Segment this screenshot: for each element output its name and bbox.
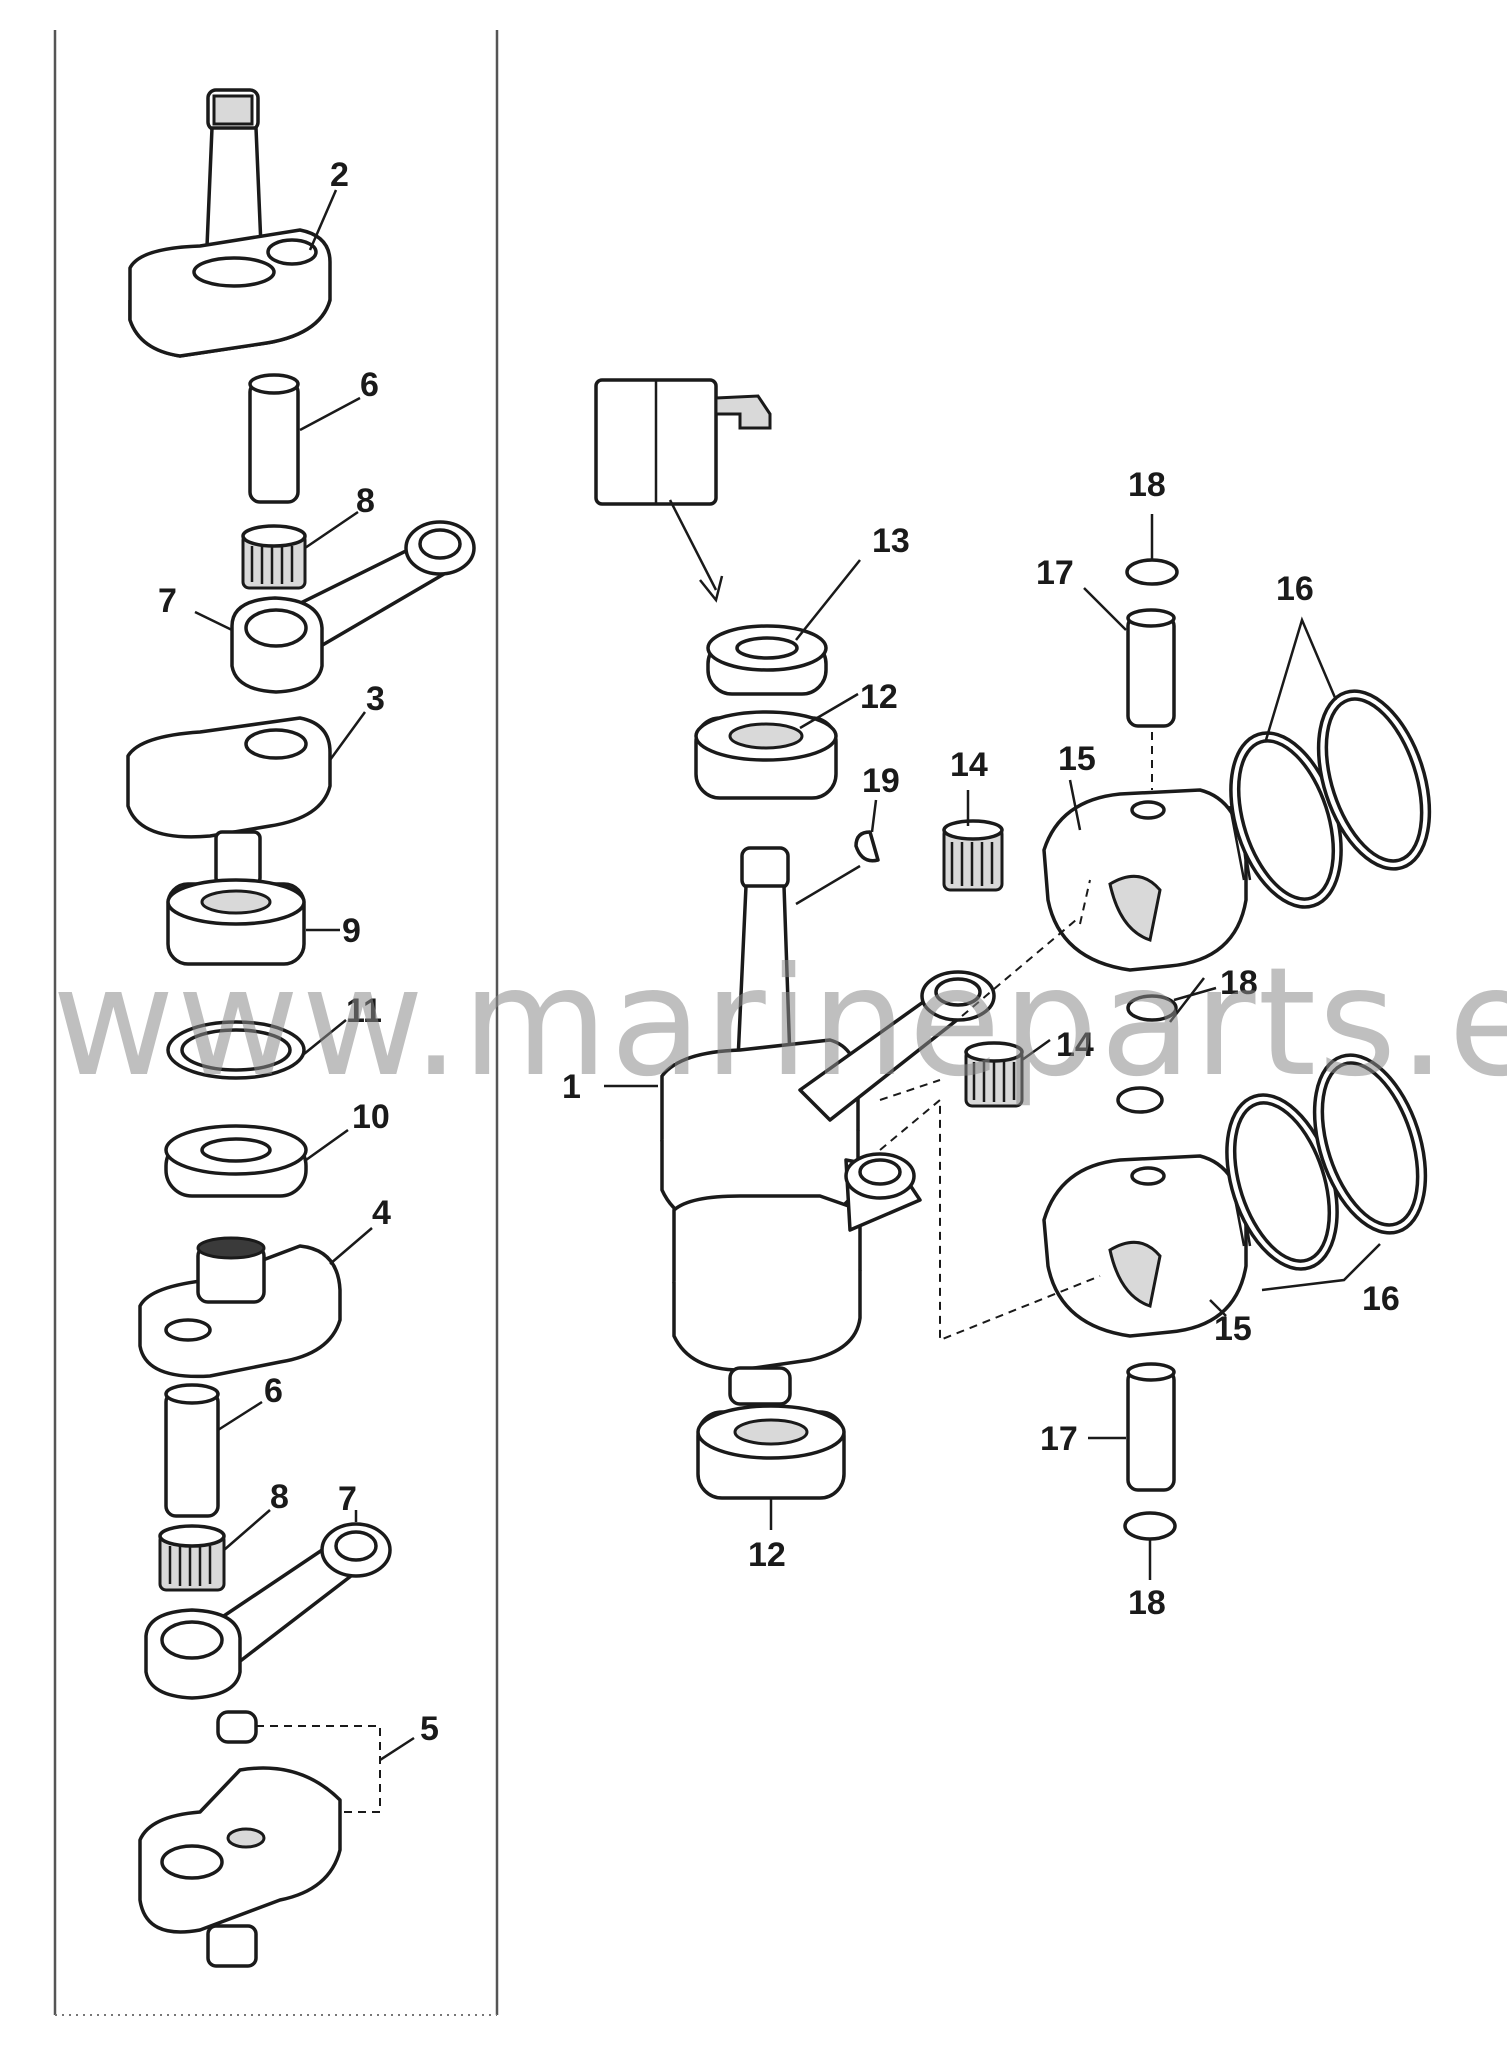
part-4-lower-crank-web: [138, 1236, 342, 1379]
left-column-leader-lines: [194, 189, 415, 1813]
part-12-ball-bearing-upper: [694, 710, 838, 800]
part-7-connecting-rod-upper: [230, 520, 476, 694]
right-column-leader-lines: [604, 514, 1381, 1580]
callout-8: 8: [270, 1478, 289, 1516]
part-16-piston-rings: [1225, 689, 1432, 1271]
callout-1: 1: [562, 1068, 581, 1106]
part-6-crank-pin-lower: [164, 1383, 220, 1518]
part-3-middle-crank-web: [126, 716, 332, 886]
part-18-circlips: [1116, 558, 1179, 1541]
callout-16: 16: [1362, 1280, 1400, 1318]
callout-6: 6: [360, 366, 379, 404]
callout-4: 4: [372, 1194, 391, 1232]
part-13-oil-seal: [706, 624, 828, 696]
callout-8: 8: [356, 482, 375, 520]
part-7-connecting-rod-lower: [144, 1522, 392, 1700]
callout-6: 6: [264, 1372, 283, 1410]
part-9-ball-bearing: [166, 878, 306, 966]
left-panel-frame: [53, 30, 499, 2016]
part-11-o-ring: [166, 1020, 306, 1080]
callout-18: 18: [1220, 964, 1258, 1002]
callout-17: 17: [1040, 1420, 1078, 1458]
callout-9: 9: [342, 912, 361, 950]
part-14-needle-bearing-upper: [942, 819, 1004, 892]
callout-14: 14: [1056, 1026, 1094, 1064]
callout-13: 13: [872, 522, 910, 560]
callout-3: 3: [366, 680, 385, 718]
seal-installation-detail: [594, 378, 772, 603]
callout-15: 15: [1214, 1310, 1252, 1348]
callout-19: 19: [862, 762, 900, 800]
part-17-piston-pin-upper: [1126, 608, 1176, 728]
callout-7: 7: [338, 1480, 357, 1518]
part-2-upper-crank-web: [128, 88, 332, 358]
callout-18: 18: [1128, 466, 1166, 504]
callout-16: 16: [1276, 570, 1314, 608]
callout-labels: 2 6 8 7 3 9 11 10 4 6 7 8 5 13 12 19 14 …: [158, 156, 1400, 1748]
callout-12: 12: [748, 1536, 786, 1574]
assembly-connecting-rods: [798, 970, 996, 1200]
callout-15: 15: [1058, 740, 1096, 778]
callout-12: 12: [860, 678, 898, 716]
part-10-oil-seal: [164, 1124, 308, 1198]
part-5-bottom-crank-web: [138, 1710, 342, 1968]
part-15-piston-upper: [1042, 788, 1252, 972]
part-17-piston-pin-lower: [1126, 1362, 1176, 1492]
part-8-needle-bearing-upper: [241, 524, 307, 590]
part-6-crank-pin-upper: [248, 373, 300, 504]
callout-17: 17: [1036, 554, 1074, 592]
callout-7: 7: [158, 582, 177, 620]
part-14-needle-bearing-lower: [964, 1041, 1024, 1108]
callout-14: 14: [950, 746, 988, 784]
part-1-crankshaft-assembly: [660, 846, 922, 1406]
part-19-woodruff-key: [854, 830, 880, 863]
callout-2: 2: [330, 156, 349, 194]
part-12-ball-bearing-lower: [696, 1404, 846, 1500]
part-15-piston-lower: [1042, 1154, 1252, 1338]
callout-11: 11: [346, 992, 382, 1030]
watermark-text: www.marineparts.eu: [52, 936, 1507, 1110]
part-8-needle-bearing-lower: [158, 1524, 226, 1592]
callout-10: 10: [352, 1098, 390, 1136]
callout-5: 5: [420, 1710, 439, 1748]
callout-18: 18: [1128, 1584, 1166, 1622]
